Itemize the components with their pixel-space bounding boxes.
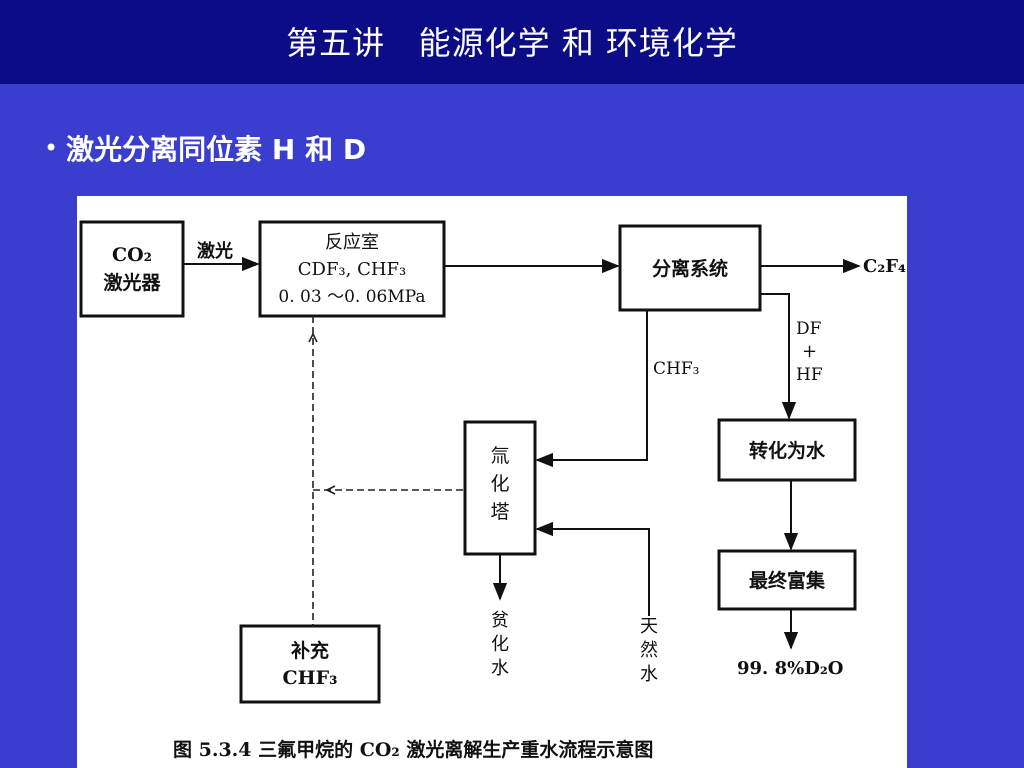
poor-water-3: 水	[491, 658, 509, 679]
poor-water-2: 化	[491, 634, 509, 655]
reactor-label-3: 0. 03 ～0. 06MPa	[278, 287, 425, 307]
arrow-separator-to-tower	[535, 310, 648, 468]
enrich-box	[717, 549, 857, 611]
convert-label: 转化为水	[749, 439, 826, 462]
return-arrow-up-mark	[308, 332, 318, 343]
arrow-natural-water-in	[535, 521, 650, 616]
bullet-text: 激光分离同位素 H 和 D	[66, 133, 367, 166]
separator-label: 分离系统	[652, 257, 728, 280]
bullet-item: • 激光分离同位素 H 和 D	[44, 128, 366, 168]
tower-label-3: 塔	[490, 501, 509, 523]
reactor-box	[258, 220, 446, 318]
slide-title: 第五讲 能源化学 和 环境化学	[286, 24, 738, 62]
return-arrow-mark	[325, 485, 336, 495]
separator-box	[618, 224, 762, 312]
convert-box	[717, 418, 857, 482]
df-label: DF	[796, 319, 822, 339]
hf-label: HF	[796, 365, 823, 385]
natural-water-2: 然	[640, 640, 658, 661]
tower-label-2: 化	[490, 473, 509, 495]
c2f4-label: C₂F₄	[863, 256, 906, 277]
supplement-box	[239, 624, 381, 704]
reactor-label-1: 反应室	[325, 232, 379, 253]
reactor-label-2: CDF₃, CHF₃	[298, 259, 407, 280]
natural-water-1: 天	[640, 616, 658, 637]
laser-label-1: CO₂	[112, 244, 152, 266]
figure-caption: 图 5.3.4 三氟甲烷的 CO₂ 激光离解生产重水流程示意图	[173, 738, 653, 761]
bullet-dot-icon: •	[44, 134, 59, 162]
natural-water-3: 水	[640, 664, 658, 685]
product-label: 99. 8%D₂O	[737, 658, 843, 679]
enrich-label: 最终富集	[749, 569, 826, 592]
process-flow-figure: CO₂ 激光器 反应室 CDF₃, CHF₃ 0. 03 ～0. 06MPa 分…	[77, 196, 907, 768]
plus-label: +	[802, 341, 817, 362]
flow-diagram: CO₂ 激光器 反应室 CDF₃, CHF₃ 0. 03 ～0. 06MPa 分…	[79, 220, 906, 761]
supplement-label-2: CHF₃	[283, 667, 338, 689]
laser-box	[79, 220, 185, 318]
chf3-label: CHF₃	[653, 359, 699, 379]
tower-label-1: 氚	[490, 445, 509, 467]
arrow-separator-to-convert	[760, 293, 797, 420]
supplement-label-1: 补充	[291, 639, 329, 662]
title-bar: 第五讲 能源化学 和 环境化学	[0, 0, 1024, 84]
laser-beam-label: 激光	[197, 240, 233, 262]
laser-label-2: 激光器	[103, 271, 161, 294]
poor-water-1: 贫	[491, 610, 509, 631]
